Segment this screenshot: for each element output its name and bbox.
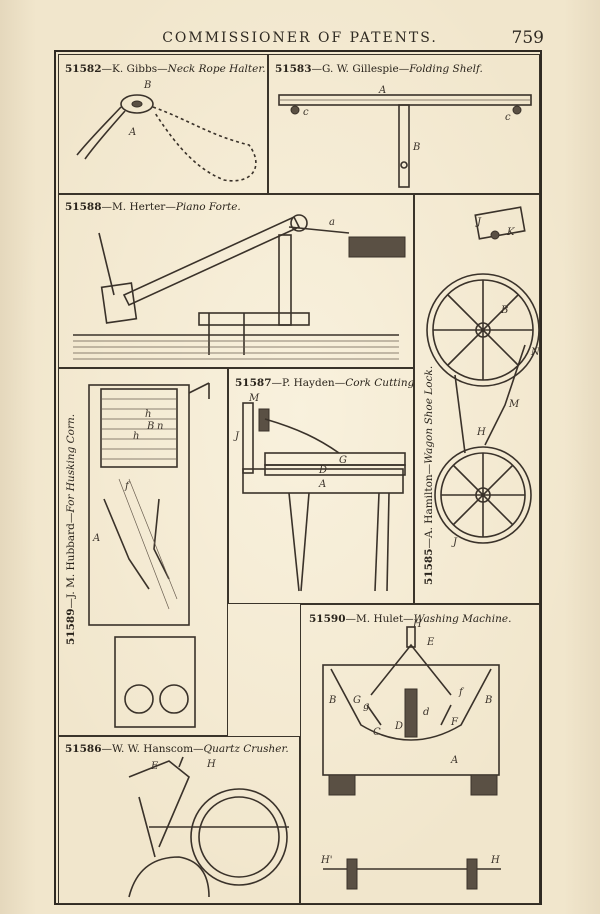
svg-text:B: B bbox=[328, 695, 336, 706]
cork-cutter-drawing: M J G D A bbox=[233, 393, 406, 592]
svg-text:H: H bbox=[206, 759, 216, 770]
svg-text:c: c bbox=[505, 112, 511, 123]
svg-text:B: B bbox=[412, 142, 420, 153]
svg-text:D: D bbox=[318, 465, 327, 476]
figure-panel-hanscom: 51586—W. W. Hanscom—Quartz Crusher. E H bbox=[58, 736, 300, 904]
svg-text:E: E bbox=[150, 761, 159, 772]
figure-panel-hayden: 51587—P. Hayden—Cork Cutting. M J G D A bbox=[228, 368, 414, 604]
svg-text:d: d bbox=[423, 707, 429, 718]
figure-panel-gibbs: 51582—K. Gibbs—Neck Rope Halter. B A bbox=[58, 54, 268, 194]
svg-text:F: F bbox=[450, 717, 459, 728]
svg-text:N: N bbox=[530, 347, 540, 358]
svg-text:G: G bbox=[339, 455, 347, 466]
wagon-lock-drawing: K J B N M H J bbox=[426, 206, 540, 548]
svg-text:A: A bbox=[128, 127, 136, 138]
page-number: 759 bbox=[511, 28, 544, 48]
svg-text:c: c bbox=[303, 107, 309, 118]
svg-text:E: E bbox=[426, 637, 435, 648]
figure-panel-hulet: 51590—M. Hulet—Washing Machine. H E B G … bbox=[300, 604, 540, 904]
svg-text:A: A bbox=[318, 479, 326, 490]
svg-text:f: f bbox=[124, 481, 131, 492]
svg-text:J: J bbox=[475, 217, 482, 228]
figure-panel-herter: 51588—M. Herter—Piano Forte. a bbox=[58, 194, 414, 368]
svg-text:B: B bbox=[146, 421, 154, 432]
figure-caption-gillespie: 51583—G. W. Gillespie—Folding Shelf. bbox=[275, 63, 483, 75]
svg-text:H': H' bbox=[320, 855, 332, 866]
quartz-crusher-drawing: E H bbox=[128, 756, 289, 898]
figure-caption-hanscom: 51586—W. W. Hanscom—Quartz Crusher. bbox=[65, 743, 289, 755]
svg-text:H: H bbox=[412, 619, 422, 630]
svg-text:g: g bbox=[363, 701, 369, 712]
svg-text:n: n bbox=[157, 421, 163, 432]
svg-text:a: a bbox=[329, 217, 335, 228]
figure-caption-hulet: 51590—M. Hulet—Washing Machine. bbox=[309, 613, 512, 625]
svg-text:B: B bbox=[500, 305, 508, 316]
svg-text:C: C bbox=[373, 727, 381, 738]
svg-text:K: K bbox=[506, 227, 515, 238]
svg-text:J: J bbox=[451, 537, 458, 548]
svg-text:A: A bbox=[92, 533, 100, 544]
svg-text:H: H bbox=[490, 855, 500, 866]
piano-action-drawing: a bbox=[73, 214, 406, 360]
svg-text:D: D bbox=[394, 721, 403, 732]
figure-caption-gibbs: 51582—K. Gibbs—Neck Rope Halter. bbox=[65, 63, 266, 75]
shelf-drawing: A c c B bbox=[278, 85, 532, 188]
svg-text:J: J bbox=[233, 431, 240, 442]
figure-panel-gillespie: 51583—G. W. Gillespie—Folding Shelf. A c… bbox=[268, 54, 540, 194]
figure-panel-hamilton: 51585—A. Hamilton—Wagon Shoe Lock. K J B… bbox=[414, 194, 540, 604]
svg-text:M: M bbox=[248, 393, 260, 404]
svg-text:M: M bbox=[508, 399, 520, 410]
svg-text:h: h bbox=[133, 431, 139, 442]
halter-drawing: B A bbox=[76, 80, 257, 182]
svg-text:H: H bbox=[476, 427, 486, 438]
svg-text:G: G bbox=[353, 695, 361, 706]
svg-text:h: h bbox=[145, 409, 151, 420]
patent-plate: 51582—K. Gibbs—Neck Rope Halter. B A 515… bbox=[54, 50, 542, 905]
svg-text:f: f bbox=[458, 687, 465, 698]
svg-text:A: A bbox=[378, 85, 386, 96]
svg-text:B: B bbox=[143, 80, 151, 91]
corn-husker-drawing: h B n h f A bbox=[88, 382, 210, 728]
figure-caption-herter: 51588—M. Herter—Piano Forte. bbox=[65, 201, 241, 213]
washing-machine-drawing: H E B G g f B C D d F A H' H bbox=[320, 619, 501, 890]
svg-text:B: B bbox=[484, 695, 492, 706]
page-header-title: COMMISSIONER OF PATENTS. bbox=[162, 30, 438, 46]
figure-caption-hayden: 51587—P. Hayden—Cork Cutting. bbox=[235, 377, 414, 389]
figure-panel-hubbard: 51589—J. M. Hubbard—For Husking Corn. h … bbox=[58, 368, 228, 736]
svg-text:A: A bbox=[450, 755, 458, 766]
